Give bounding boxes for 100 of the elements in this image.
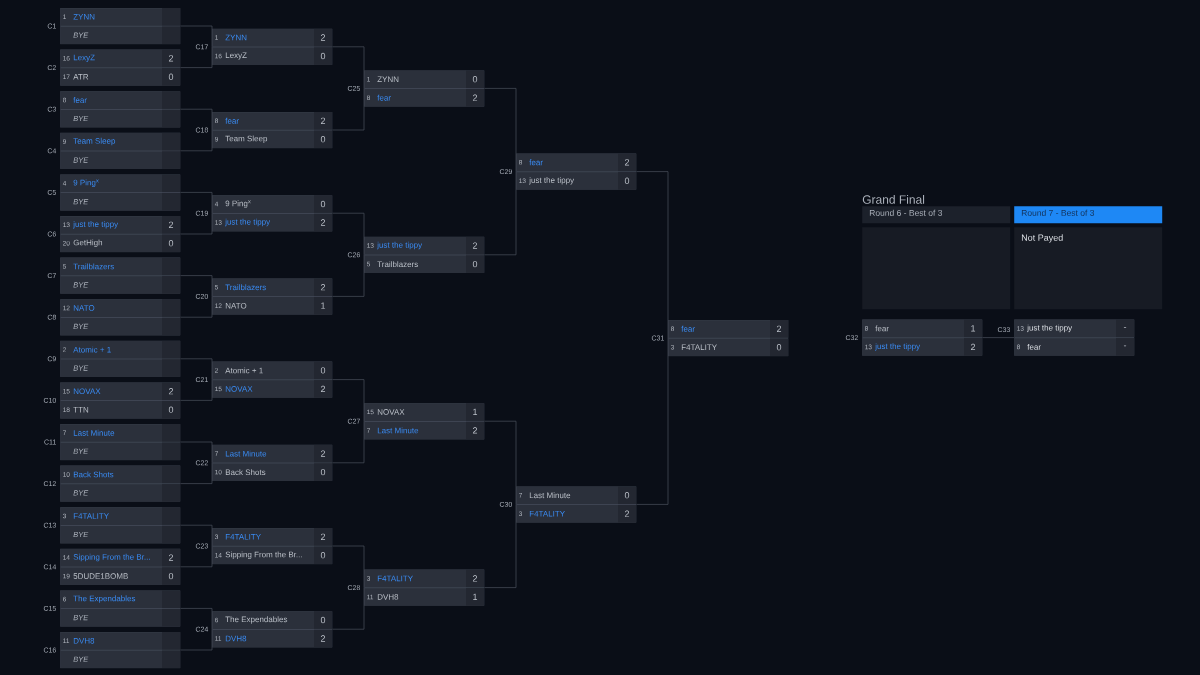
team-name: ZYNN bbox=[225, 34, 247, 41]
team-name: Last Minute bbox=[377, 427, 419, 434]
team-name: fear bbox=[73, 97, 87, 103]
score: 2 bbox=[320, 117, 326, 124]
score: 2 bbox=[624, 159, 630, 166]
team-name: just the tippy bbox=[225, 218, 271, 227]
team-name: F4TALITY bbox=[73, 513, 109, 519]
connector-line bbox=[180, 129, 213, 152]
connector-line bbox=[180, 25, 213, 48]
score: 2 bbox=[472, 427, 478, 434]
score: 2 bbox=[320, 635, 326, 642]
score: 0 bbox=[168, 73, 174, 80]
score: 2 bbox=[320, 284, 326, 291]
score: 0 bbox=[168, 406, 174, 413]
team-name: ATR bbox=[73, 74, 89, 80]
connector-line bbox=[332, 46, 365, 89]
connector-line bbox=[484, 171, 517, 256]
team-name: Trailblazers bbox=[73, 263, 114, 270]
connector-line bbox=[180, 192, 213, 214]
score: 2 bbox=[624, 510, 630, 517]
connector-line bbox=[332, 212, 365, 256]
score: 2 bbox=[320, 533, 326, 540]
score: 1 bbox=[473, 408, 478, 415]
heading: Grand Final bbox=[862, 195, 925, 204]
team-name: 9 Ping$^{x}$ bbox=[225, 200, 251, 208]
connector-line bbox=[180, 108, 213, 131]
connector-line bbox=[332, 254, 365, 297]
score: 2 bbox=[970, 343, 976, 351]
score: 0 bbox=[320, 136, 326, 143]
score: 0 bbox=[320, 200, 326, 208]
team-name: Team Sleep bbox=[73, 137, 116, 146]
team-name: fear bbox=[377, 94, 391, 101]
connector-line bbox=[982, 337, 1015, 338]
score: 2 bbox=[776, 325, 782, 332]
score: 2 bbox=[320, 219, 326, 226]
team-name: ZYNN bbox=[73, 14, 95, 20]
round-tab: Round 6 - Best of 3 bbox=[862, 206, 1011, 224]
score: 2 bbox=[472, 242, 478, 249]
score: 0 bbox=[776, 344, 782, 351]
connector-line bbox=[180, 379, 213, 401]
score: 0 bbox=[472, 260, 478, 268]
connector-line bbox=[636, 337, 669, 505]
team-name: NATO bbox=[225, 302, 247, 309]
score: 0 bbox=[168, 572, 174, 580]
score: 2 bbox=[168, 221, 174, 228]
team-name: Trailblazers bbox=[377, 261, 418, 268]
team-name: just the tippy bbox=[73, 221, 119, 229]
team-name: NOVAX bbox=[377, 409, 405, 415]
team-name: NOVAX bbox=[225, 386, 253, 392]
connector-line bbox=[332, 545, 365, 588]
round-tab: Round 7 - Best of 3 bbox=[1014, 206, 1163, 224]
score: 0 bbox=[320, 468, 326, 476]
connector-line bbox=[180, 275, 213, 297]
score: 0 bbox=[168, 240, 174, 247]
score: 1 bbox=[321, 302, 326, 309]
team-name: Back Shots bbox=[73, 471, 114, 478]
team-name: Team Sleep bbox=[225, 135, 268, 143]
score: 2 bbox=[472, 94, 478, 101]
team-name: fear bbox=[529, 159, 543, 166]
team-name: ZYNN bbox=[377, 76, 399, 82]
team-name: Back Shots bbox=[225, 469, 266, 476]
panel: Not Payed bbox=[1014, 227, 1163, 310]
team-name: NOVAX bbox=[73, 388, 101, 395]
connector-line bbox=[180, 524, 213, 547]
connector-line bbox=[636, 171, 669, 339]
score: 0 bbox=[320, 367, 326, 374]
team-name: F4TALITY bbox=[681, 344, 717, 350]
score: 1 bbox=[971, 325, 976, 332]
team-name: fear bbox=[225, 117, 239, 124]
score: 0 bbox=[320, 616, 326, 624]
score: 2 bbox=[320, 385, 326, 393]
score: 2 bbox=[168, 554, 174, 561]
connector-line bbox=[180, 628, 213, 651]
team-name: Atomic + 1 bbox=[73, 346, 111, 353]
score: 0 bbox=[320, 552, 326, 559]
team-name: Trailblazers bbox=[225, 284, 266, 291]
team-name: DVH8 bbox=[225, 635, 247, 642]
connector-line bbox=[180, 441, 213, 464]
connector-line bbox=[180, 46, 213, 68]
connector-line bbox=[180, 212, 213, 235]
team-name: just the tippy bbox=[529, 177, 575, 185]
team-name: The Expendables bbox=[73, 595, 136, 603]
score: 2 bbox=[320, 34, 326, 41]
connector-line bbox=[180, 545, 213, 568]
team-name: Last Minute bbox=[73, 429, 115, 436]
connector-line bbox=[180, 296, 213, 318]
team-name: F4TALITY bbox=[529, 510, 565, 517]
score: 2 bbox=[168, 55, 174, 62]
team-name: 9 Ping$^{x}$ bbox=[73, 179, 99, 188]
team-name: just the tippy bbox=[1027, 324, 1073, 333]
team-name: DVH8 bbox=[73, 638, 95, 644]
team-name: fear bbox=[681, 325, 695, 332]
team-name: TTN bbox=[73, 406, 89, 413]
connector-line bbox=[484, 88, 517, 172]
score: - bbox=[1123, 345, 1127, 347]
connector-line bbox=[180, 608, 213, 630]
score: 1 bbox=[473, 593, 478, 600]
connector-line bbox=[484, 420, 517, 505]
team-name: GetHigh bbox=[73, 239, 103, 247]
score: 2 bbox=[320, 450, 326, 457]
